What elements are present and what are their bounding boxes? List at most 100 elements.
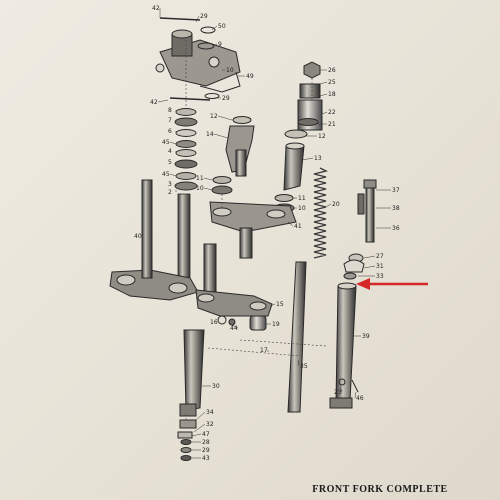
part-label-44: 44 [230,325,238,332]
nut-28 [180,439,192,445]
part-label-32: 32 [206,421,214,428]
part-label-16: 16 [210,319,218,326]
valve-part-33 [343,272,357,280]
part-label-31: 31 [376,263,384,270]
part-label-8: 8 [168,107,172,114]
part-label-27: 27 [376,253,384,260]
headlamp-bracket [225,116,255,177]
part-label-46: 46 [356,395,364,402]
upper-yoke-bore-left [212,207,232,217]
washer-16 [217,315,227,325]
leader-line-29 [195,15,200,23]
part-label-19: 19 [272,321,280,328]
part-label-47: 47 [202,431,210,438]
fork-cover-13 [283,145,305,191]
leader-line-42 [157,99,169,103]
part-label-22: 22 [328,109,336,116]
leader-line-34 [195,411,206,421]
washer-9 [197,42,215,50]
part-label-17: 17 [260,347,268,354]
leader-line-31 [363,265,376,269]
fork-top-nut-stack [284,61,323,139]
leader-line-44 [231,324,239,329]
part-label-13: 13 [314,155,322,162]
leader-line-45 [169,141,177,145]
leader-line-50 [211,25,218,31]
leader-line-11 [203,177,213,181]
clamp-32 [177,431,193,439]
washer-29 [204,93,220,99]
inner-fork-tube-40 [141,179,153,279]
part-label-41: 41 [294,223,302,230]
leader-line-9 [211,43,218,47]
top-bolt [159,17,201,21]
leader-line-41 [287,221,294,227]
washer-11-right [274,194,294,202]
part-label-42: 42 [150,99,158,106]
part-label-29: 29 [222,95,230,102]
leader-line-35 [297,359,300,367]
drain-screw-23 [338,378,346,386]
part-label-2: 2 [168,189,172,196]
fork-tube-35 [287,261,307,413]
part-label-42: 42 [152,5,160,12]
part-label-35: 35 [300,363,308,370]
part-label-10: 10 [298,205,306,212]
part-label-11: 11 [298,195,306,202]
part-label-45: 45 [162,171,170,178]
part-label-34: 34 [206,409,214,416]
spring-coil [313,167,329,259]
washer-50 [200,26,216,34]
part-label-40: 40 [134,233,142,240]
handlebar-clamp-assembly [155,29,241,93]
leader-line-14 [213,133,229,139]
steering-stem-tube [177,193,191,285]
lower-yoke-bore-b [249,301,267,311]
part-label-37: 37 [392,187,400,194]
part-label-45: 45 [162,139,170,146]
part-label-10: 10 [226,67,234,74]
fork-slider-30 [183,329,205,411]
part-label-9: 9 [218,41,222,48]
yoke-bore-right [168,282,188,294]
leader-line-45 [169,173,177,177]
leader-line-25 [319,81,328,85]
part-label-3: 3 [168,181,172,188]
part-label-23: 23 [334,389,342,396]
leader-line-47 [191,433,202,437]
part-label-12: 12 [210,113,218,120]
part-label-49: 49 [246,73,254,80]
part-label-25: 25 [328,79,336,86]
part-label-36: 36 [392,225,400,232]
part-label-50: 50 [218,23,226,30]
leader-line-12 [217,115,233,121]
part-label-26: 26 [328,67,336,74]
part-label-39: 39 [362,333,370,340]
valve-part-31 [343,259,365,273]
bushing-19 [249,315,267,331]
upper-yoke-stem [239,227,253,259]
part-label-12: 12 [318,133,326,140]
part-label-5: 5 [168,159,172,166]
part-label-38: 38 [392,205,400,212]
leader-line-22 [321,111,328,115]
axle-clamp-34 [179,419,197,429]
lower-bolt [169,97,211,101]
red-arrow [356,278,428,290]
slider-39-rim [337,282,357,290]
part-label-15: 15 [276,301,284,308]
leader-line-27 [363,255,376,259]
leader-line-18 [319,93,328,97]
lower-yoke-bore-a [197,293,215,303]
slider-foot [179,403,197,417]
part-label-30: 30 [212,383,220,390]
leader-lines [157,8,391,459]
part-label-18: 18 [328,91,336,98]
assembly-lines [185,40,327,420]
leader-line-32 [193,423,206,433]
fork-spring [313,167,329,259]
diagram-caption: FRONT FORK COMPLETE [312,484,447,495]
part-label-10: 10 [196,185,204,192]
leader-line-46 [354,391,357,399]
